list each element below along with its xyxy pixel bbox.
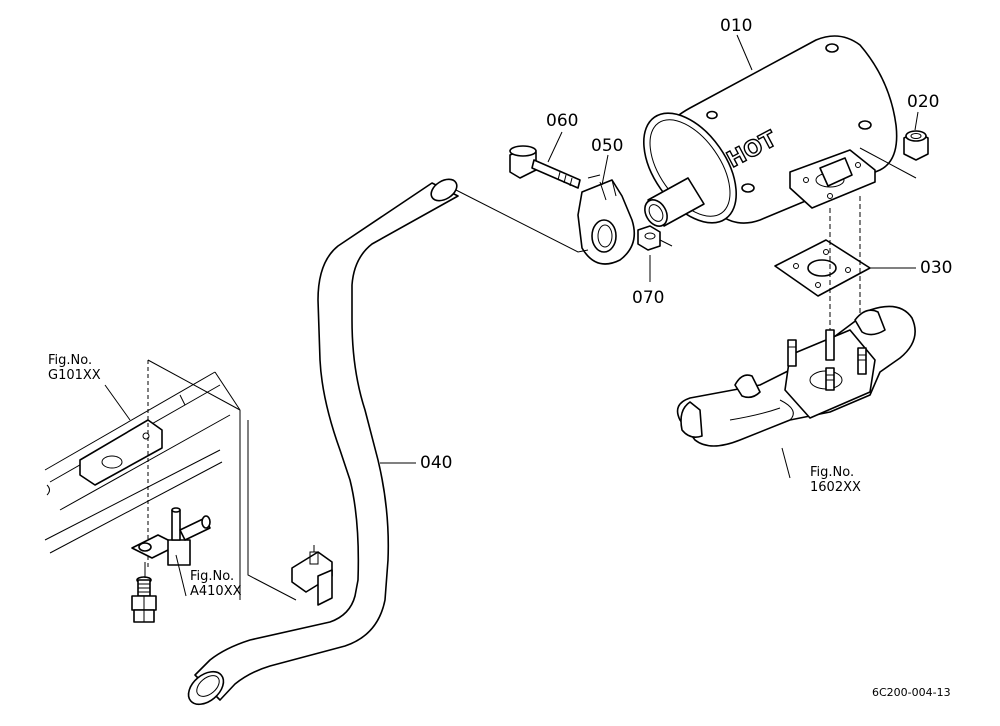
figure-ref-label: Fig.No. (190, 569, 235, 584)
gasket (774, 239, 871, 297)
figure-ref-code: G101XX (48, 367, 101, 383)
figure-ref-g101: Fig.No. G101XX (48, 353, 101, 384)
callout-050: 050 (591, 136, 624, 156)
callout-020: 020 (907, 92, 940, 112)
callout-040: 040 (420, 453, 453, 473)
clamp-bolt (509, 145, 581, 189)
flange-nut (903, 130, 929, 161)
muffler (643, 35, 898, 227)
frame-rail (44, 371, 241, 600)
callout-030: 030 (920, 258, 953, 278)
figure-ref-code: 1602XX (810, 479, 861, 495)
callout-010: 010 (720, 16, 753, 36)
figure-ref-1602: Fig.No. 1602XX (810, 465, 861, 496)
leader-a410 (175, 554, 187, 597)
drawing-code: 6C200-004-13 (872, 686, 951, 699)
leader-020 (914, 111, 919, 131)
pipe-clamp (577, 179, 636, 265)
callout-070: 070 (632, 288, 665, 308)
clamp-nut (637, 225, 661, 251)
leader-010 (736, 34, 753, 71)
callout-060: 060 (546, 111, 579, 131)
mounting-bracket (79, 419, 163, 486)
leader-050 (601, 154, 609, 186)
drain-fitting (131, 507, 211, 566)
tail-pipe (187, 178, 459, 706)
figure-ref-a410: Fig.No. A410XX (190, 569, 242, 600)
leader-g101 (104, 384, 131, 421)
drain-bolt (131, 576, 157, 623)
pipe-bracket (291, 545, 333, 606)
exhaust-manifold (676, 305, 916, 447)
leader-060 (547, 131, 563, 163)
figure-ref-label: Fig.No. (810, 465, 855, 480)
figure-ref-code: A410XX (190, 583, 242, 599)
figure-ref-label: Fig.No. (48, 353, 93, 368)
